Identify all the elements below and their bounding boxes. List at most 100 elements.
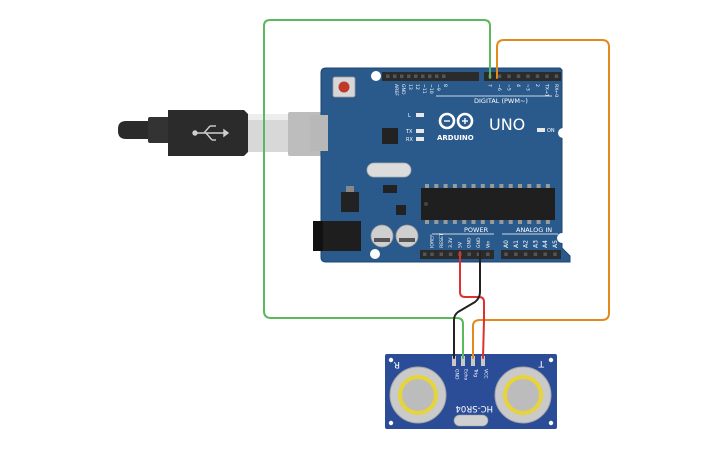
analog-pin-label: A3 <box>532 240 539 248</box>
atmega-chip <box>421 188 555 220</box>
chip-legs <box>425 220 550 224</box>
pin-hole[interactable] <box>504 252 508 257</box>
digital-pin-label: ~3 <box>525 84 531 91</box>
pin-hole[interactable] <box>414 74 418 79</box>
power-header <box>420 250 494 259</box>
chip-leg <box>471 220 476 224</box>
pin-hole[interactable] <box>533 252 538 257</box>
digital-pin-label: ~9 <box>435 84 441 91</box>
usb-cable <box>118 110 330 156</box>
analog-pin-label: A4 <box>542 240 549 248</box>
digital-pin-label: ~6 <box>496 84 502 91</box>
pin-hole[interactable] <box>393 74 397 79</box>
pin-hole[interactable] <box>423 252 427 257</box>
pin-hole[interactable] <box>407 74 411 79</box>
pin-hole[interactable] <box>535 74 540 79</box>
sensor-pin[interactable] <box>481 356 485 366</box>
pin-hole[interactable] <box>448 252 453 257</box>
sensor-hole <box>388 420 394 426</box>
pin-hole[interactable] <box>421 74 425 79</box>
chip-leg <box>490 220 495 224</box>
chip-leg <box>434 220 439 224</box>
arduino-brand: ARDUINO <box>437 134 474 142</box>
pin-hole[interactable] <box>553 252 557 257</box>
pin-hole[interactable] <box>435 74 439 79</box>
capacitor <box>395 224 419 248</box>
chip-leg <box>527 220 532 224</box>
pin-hole[interactable] <box>554 74 559 79</box>
sensor-pin-label: Trig <box>473 368 479 377</box>
wire-green-pin7-echo[interactable] <box>263 19 491 359</box>
pin-hole[interactable] <box>439 252 444 257</box>
chip-leg <box>452 184 457 188</box>
power-pin-label: 3.3V <box>448 237 454 248</box>
digital-header-right <box>484 72 561 81</box>
pin-hole[interactable] <box>514 252 518 257</box>
pin-hole[interactable] <box>430 252 434 257</box>
usb-chip <box>382 128 398 144</box>
power-pin-label: GND <box>467 237 473 248</box>
digital-pin-label: TX→1 <box>544 83 550 97</box>
arduino-logo-icon <box>438 112 474 130</box>
power-pin-label: 5V <box>457 241 463 248</box>
mounting-hole <box>371 71 381 81</box>
power-label: POWER <box>464 226 489 234</box>
pin-hole[interactable] <box>428 74 432 79</box>
sensor-pin-headers <box>452 356 485 366</box>
digital-pin-label: ~10 <box>428 84 434 94</box>
wire-orange-pin6-trig[interactable] <box>472 39 610 359</box>
digital-pin-label: 2 <box>534 84 540 87</box>
chip-leg <box>452 220 457 224</box>
regulator-tab <box>346 186 354 192</box>
pin-hole[interactable] <box>507 74 511 79</box>
pin-hole[interactable] <box>523 252 528 257</box>
sensor-pin[interactable] <box>471 356 475 366</box>
sensor-pin[interactable] <box>461 356 465 366</box>
digital-pin-label: 8 <box>442 84 448 87</box>
pin-hole[interactable] <box>543 252 547 257</box>
chip-leg <box>545 184 550 188</box>
pin-hole[interactable] <box>486 252 490 257</box>
pin-hole[interactable] <box>526 74 530 79</box>
pin-hole[interactable] <box>386 74 390 79</box>
sensor-pin-label: GND <box>454 369 460 380</box>
chip-leg <box>536 220 541 224</box>
chip-leg <box>425 220 429 224</box>
digital-pin-label: 4 <box>515 84 521 87</box>
capacitor-band <box>374 238 390 242</box>
power-pin-label: Vin <box>485 241 491 248</box>
sensor-crystal <box>453 414 489 427</box>
header-pin-holes <box>386 74 559 79</box>
pin-hole[interactable] <box>516 74 521 79</box>
pin-hole[interactable] <box>400 74 404 79</box>
led-l <box>416 113 424 117</box>
reset-button-cap[interactable] <box>338 81 350 93</box>
pin-hole[interactable] <box>442 74 446 79</box>
pin-hole[interactable] <box>467 252 471 257</box>
pin-hole[interactable] <box>497 74 502 79</box>
arduino-model: UNO <box>489 115 525 134</box>
chip-legs <box>425 184 550 188</box>
digital-pwm-label: DIGITAL (PWM~) <box>474 97 528 105</box>
led-tx-label: TX <box>405 129 413 135</box>
wire-black-gnd-gnd[interactable] <box>453 251 481 359</box>
chip-leg <box>443 184 448 188</box>
chip-leg <box>518 184 522 188</box>
chip-leg <box>499 184 504 188</box>
capacitor <box>370 224 394 248</box>
power-barrel-jack-front <box>313 221 323 251</box>
analog-pin-label: A0 <box>503 240 510 248</box>
digital-pin-label: ~11 <box>421 84 427 94</box>
transmitter-transducer <box>494 366 552 424</box>
led-rx <box>416 137 424 141</box>
digital-pin-label: ~5 <box>506 84 512 91</box>
analog-pin-label: A2 <box>523 240 530 248</box>
pin-hole[interactable] <box>476 252 481 257</box>
led-on <box>537 128 545 132</box>
wires <box>263 19 610 359</box>
pin-hole[interactable] <box>545 74 549 79</box>
sensor-pin[interactable] <box>452 356 456 366</box>
sensor-right-mark: T <box>538 358 545 368</box>
